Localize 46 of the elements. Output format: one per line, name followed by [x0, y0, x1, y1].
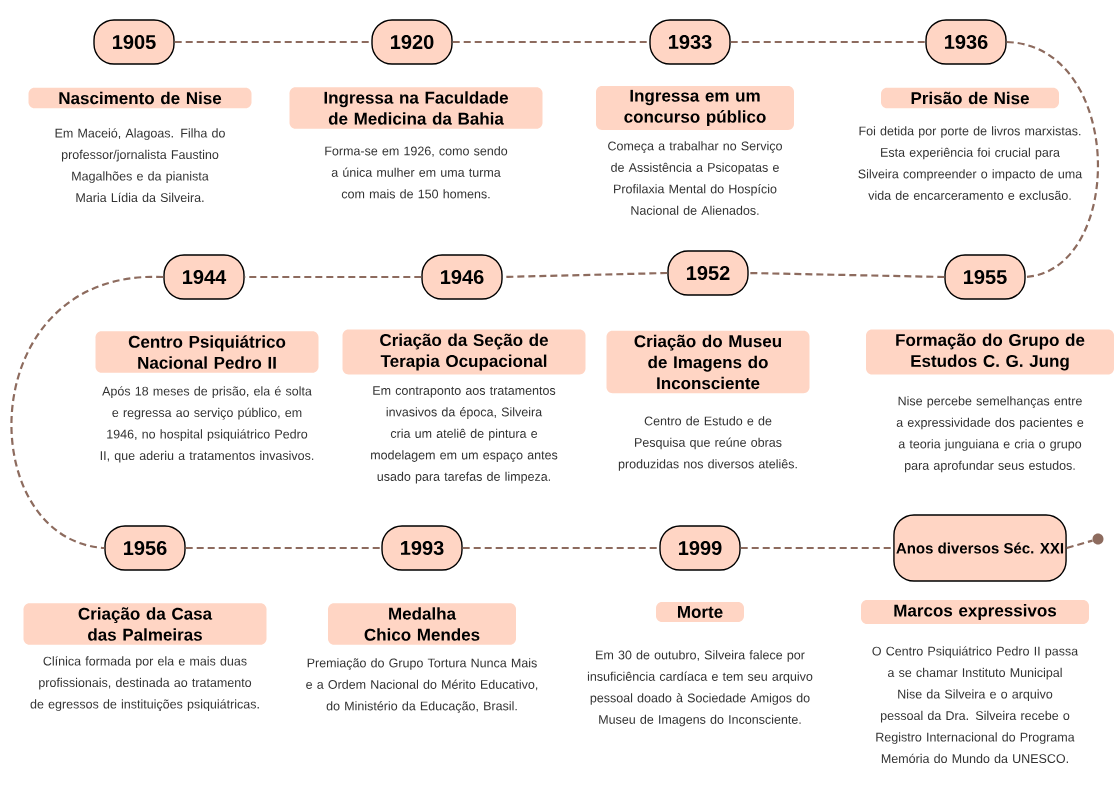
- year-pill: 1944: [163, 254, 245, 300]
- year-pill: 1933: [649, 19, 731, 65]
- timeline-connector: [748, 271, 945, 279]
- timeline-connector: [462, 546, 660, 550]
- title-box: Morte: [656, 602, 744, 622]
- title-box: Criação da Casa das Palmeiras: [23, 603, 267, 645]
- timeline-connector: [452, 40, 650, 44]
- title-box: Marcos expressivos: [861, 600, 1089, 624]
- description-text: O Centro Psiquiátrico Pedro II passa a se chamar Instituto Municipal Nise da Silveira e o arquivo pessoal da Dra. Silveira recebe o Registro Internacional do Programa Memória do Mundo da UNESCO.: [872, 646, 1079, 763]
- year-pill: Anos diversos Séc. XXI: [893, 514, 1067, 582]
- description-text: Começa a trabalhar no Serviço de Assistência a Psicopatas e Profilaxia Mental do Hospício Nacional de Alienados.: [608, 141, 782, 215]
- timeline-connector: [740, 546, 894, 550]
- description-text: Premiação do Grupo Tortura Nunca Mais e a Ordem Nacional do Mérito Educativo, do Ministério da Educação, Brasil.: [306, 658, 538, 713]
- timeline-connector: [185, 546, 382, 550]
- year-pill: 1920: [371, 19, 453, 65]
- year-pill: 1999: [659, 525, 741, 571]
- title-box: Criação do Museu de Imagens do Inconsciente: [606, 330, 810, 394]
- timeline-connector: [730, 40, 926, 44]
- title-box: Centro Psiquiátrico Nacional Pedro II: [95, 331, 319, 373]
- year-pill: 1956: [104, 525, 186, 571]
- year-pill: 1955: [944, 254, 1026, 300]
- timeline-connector: [174, 40, 372, 44]
- description-text: Em contraponto aos tratamentos invasivos da época, Silveira cria um ateliê de pintura e modelagem em um espaço antes usado para tarefas de limpeza.: [371, 386, 558, 484]
- year-pill: 1905: [93, 19, 175, 65]
- year-pill: 1952: [667, 250, 749, 296]
- title-box: Criação da Seção de Terapia Ocupacional: [342, 329, 586, 375]
- description-text: Forma-se em 1926, como sendo a única mulher em uma turma com mais de 150 homens.: [325, 146, 508, 199]
- title-box: Ingressa em um concurso público: [596, 85, 794, 131]
- year-pill: 1993: [381, 525, 463, 571]
- description-text: Em Maceió, Alagoas. Filha do professor/jornalista Faustino Magalhões e da pianista Maria Lídia da Silveira.: [55, 128, 225, 202]
- description-text: Nise percebe semelhanças entre a expressividade dos pacientes e a teoria junguiana e cria o grupo para aprofundar seus estudos.: [896, 396, 1084, 473]
- title-box: Nascimento de Nise: [28, 87, 252, 109]
- description-text: Foi detida por porte de livros marxistas. Esta experiência foi crucial para Silveira compreender o impacto de uma vida de encarceramento e exclusão.: [858, 126, 1083, 200]
- description-text: Em 30 de outubro, Silveira falece por insuficiência cardíaca e tem seu arquivo pessoal doado à Sociedade Amigos do Museu de Imagens do Inconsciente.: [587, 650, 813, 727]
- timeline-connector: [1066, 539, 1093, 550]
- title-box: Formação do Grupo de Estudos C. G. Jung: [866, 329, 1114, 375]
- description-text: Centro de Estudo e de Pesquisa que reúne obras produzidas nos diversos ateliês.: [618, 416, 797, 471]
- year-pill: 1936: [925, 19, 1007, 65]
- year-pill: 1946: [421, 254, 503, 300]
- timeline-connector: [1006, 40, 1099, 279]
- description-text: Após 18 meses de prisão, ela é solta e regressa ao serviço público, em 1946, no hospital psiquiátrico Pedro II, que aderiu a tratamentos invasivos.: [100, 386, 314, 463]
- description-text: Clínica formada por ela e mais duas profissionais, destinada ao tratamento de egressos de instituições psiquiátricas.: [30, 656, 259, 712]
- title-box: Prisão de Nise: [881, 87, 1059, 109]
- title-box: Ingressa na Faculdade de Medicina da Bahia: [289, 87, 543, 129]
- title-box: Medalha Chico Mendes: [328, 603, 516, 645]
- timeline-connector: [11, 275, 164, 550]
